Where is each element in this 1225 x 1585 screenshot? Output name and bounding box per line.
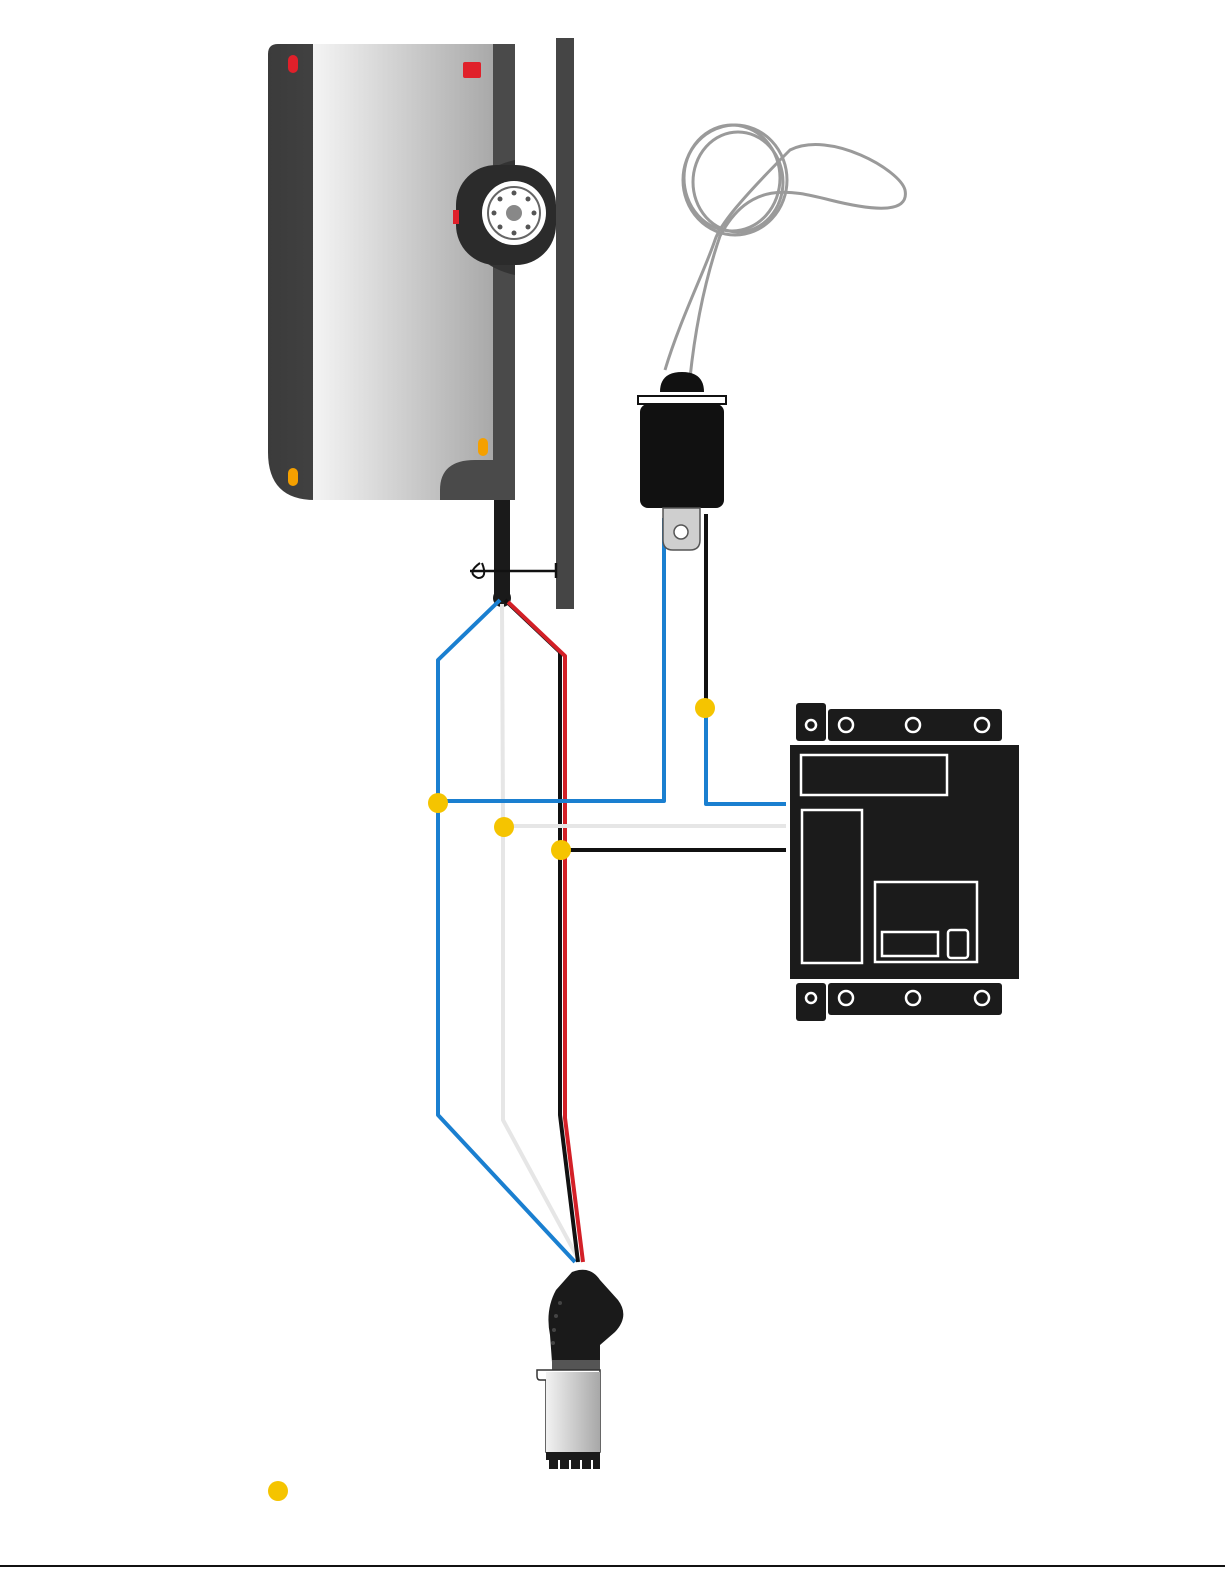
wheel-icon [456, 165, 556, 265]
lanyard-cable-icon [665, 125, 905, 378]
trailer-frame [556, 38, 574, 609]
tail-lamp-icon [288, 55, 298, 73]
splice-connector-icon [551, 840, 571, 860]
clearance-lamp-icon [463, 62, 481, 78]
splice-connector-icon [428, 793, 448, 813]
splice-points [428, 698, 715, 860]
cable-tie-icon [470, 563, 556, 578]
breakaway-switch-icon [638, 125, 905, 550]
wire-red [508, 602, 583, 1262]
wire-black [505, 600, 578, 1262]
trailer-icon [268, 38, 574, 609]
wire-blue [438, 600, 575, 1262]
marker-lamp-icon [478, 438, 488, 456]
plug-connector-icon [537, 1270, 623, 1469]
splice-connector-icon [695, 698, 715, 718]
battery-box-icon [790, 703, 1019, 1021]
wire-switch-blue [438, 518, 664, 801]
wire-battery-blue [706, 708, 786, 804]
splice-connector-icon [494, 817, 514, 837]
marker-lamp-icon [288, 468, 298, 486]
wires [438, 514, 786, 1262]
wire-white [502, 604, 580, 1262]
legend-splice-icon [268, 1481, 288, 1501]
